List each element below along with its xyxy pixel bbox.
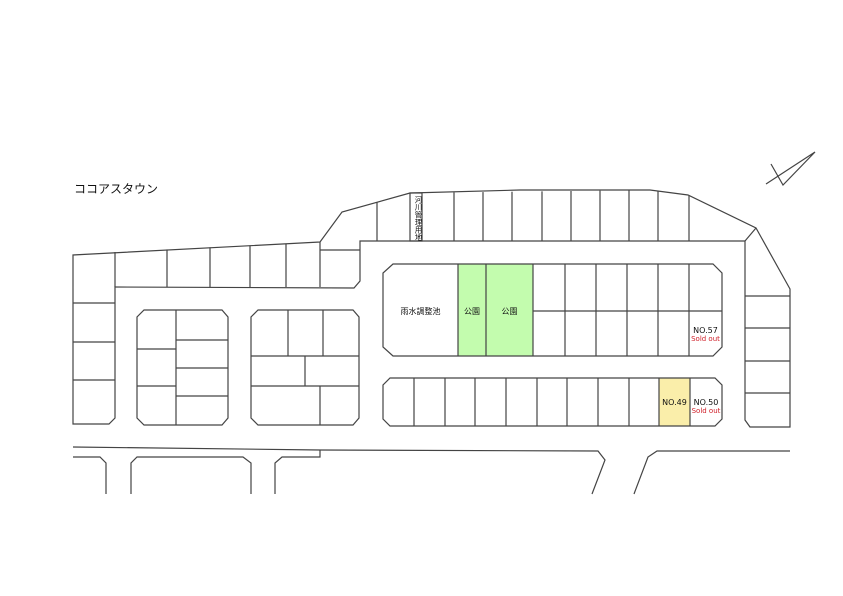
lot-57[interactable]: NO.57 Sold out: [689, 326, 722, 343]
lot-number: NO.57: [693, 326, 718, 335]
road-lines: [72, 446, 790, 495]
park-label-2: 公園: [501, 307, 518, 316]
park-lot-2: [486, 264, 533, 356]
lot-50[interactable]: NO.50 Sold out: [690, 398, 722, 415]
lot-status: Sold out: [691, 335, 720, 343]
park-label-1: 公園: [464, 307, 480, 316]
park-lot-1: [458, 264, 486, 356]
lot-status: Sold out: [691, 407, 721, 415]
lot-49-fill: [659, 378, 690, 426]
site-title: ココアスタウン: [74, 182, 159, 196]
block-a: [136, 309, 229, 426]
lot-number: NO.50: [693, 398, 719, 407]
top-row-block: [72, 189, 791, 428]
block-b: [250, 309, 360, 426]
river-management-strip-label: 河川管理用地: [414, 196, 423, 241]
lot-49[interactable]: NO.49: [659, 398, 690, 407]
retention-pond-label: 雨水調整池: [400, 307, 441, 316]
central-block-2: [382, 377, 723, 427]
north-arrow-icon: [765, 151, 816, 186]
lot-number: NO.49: [662, 398, 687, 407]
central-block-1: [382, 263, 723, 357]
